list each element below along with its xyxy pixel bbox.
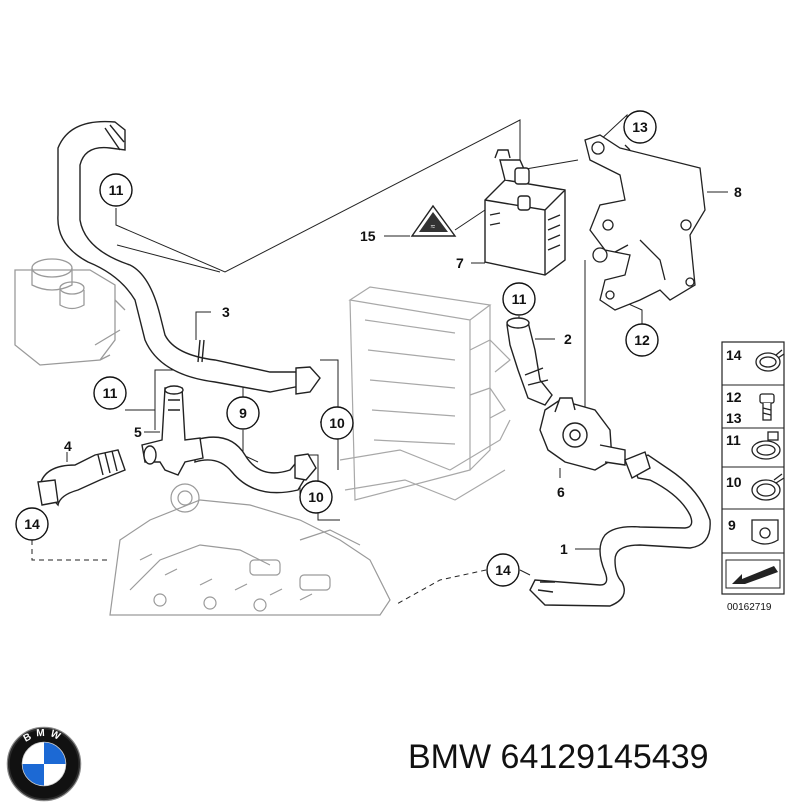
brand-name: BMW [408,738,492,776]
pipe-clip-icon [751,519,779,545]
callout-10-lower: 10 [299,480,333,514]
svg-text:13: 13 [632,119,648,135]
callout-12: 12 [625,323,659,357]
hose-9-lower [194,436,317,494]
spring-clamp-icon [751,473,785,501]
svg-text:≈: ≈ [431,222,436,231]
callout-11-mid: 11 [502,282,536,316]
svg-text:10: 10 [308,489,324,505]
bmw-logo: BMW [6,726,82,802]
part-number: 64129145439 [500,738,709,776]
screw-icon [759,393,775,421]
hose-upper-left [57,120,321,395]
callout-9: 9 [226,396,260,430]
hose-clamp-icon [751,431,781,460]
bracket-8 [584,134,706,311]
svg-text:12: 12 [634,332,650,348]
label-3: 3 [222,304,230,320]
hose-4 [37,449,126,507]
svg-text:9: 9 [239,405,247,421]
legend-label-9: 9 [728,517,736,533]
direction-arrow-icon [725,559,781,589]
legend-label-12: 12 [726,389,742,405]
label-8: 8 [734,184,742,200]
t-connector-5 [141,385,204,476]
label-5: 5 [134,424,142,440]
pump-6 [539,397,626,471]
warning-label-15: ≈ [410,204,457,237]
callout-14-left: 14 [15,507,49,541]
diagram-code: 00162719 [727,602,772,613]
valve-box-7 [484,149,566,276]
legend-label-10: 10 [726,474,742,490]
callout-11-left: 11 [93,376,127,410]
engine-block-outline [109,483,391,616]
label-15: 15 [360,228,376,244]
label-2: 2 [564,331,572,347]
svg-text:11: 11 [512,291,527,307]
hose-2 [506,317,553,406]
svg-text:10: 10 [329,415,345,431]
parts-legend: 14 12 13 11 10 9 [721,341,785,595]
label-7: 7 [456,255,464,271]
hose-1 [529,451,711,607]
clamp-icon [755,349,785,372]
label-6: 6 [557,484,565,500]
callout-10-upper: 10 [320,406,354,440]
legend-label-14: 14 [726,347,742,363]
legend-label-11: 11 [726,432,741,448]
legend-label-13: 13 [726,410,742,426]
callout-14-right: 14 [486,553,520,587]
svg-text:14: 14 [24,516,40,532]
part-caption: BMW 64129145439 [408,738,793,788]
svg-text:11: 11 [109,182,124,198]
svg-text:11: 11 [103,385,118,401]
label-1: 1 [560,541,568,557]
callout-13: 13 [623,110,657,144]
expansion-tank [14,258,126,366]
svg-text:14: 14 [495,562,511,578]
label-4: 4 [64,438,72,454]
heater-core-outline [339,286,511,501]
callout-11-top-left: 11 [99,173,133,207]
